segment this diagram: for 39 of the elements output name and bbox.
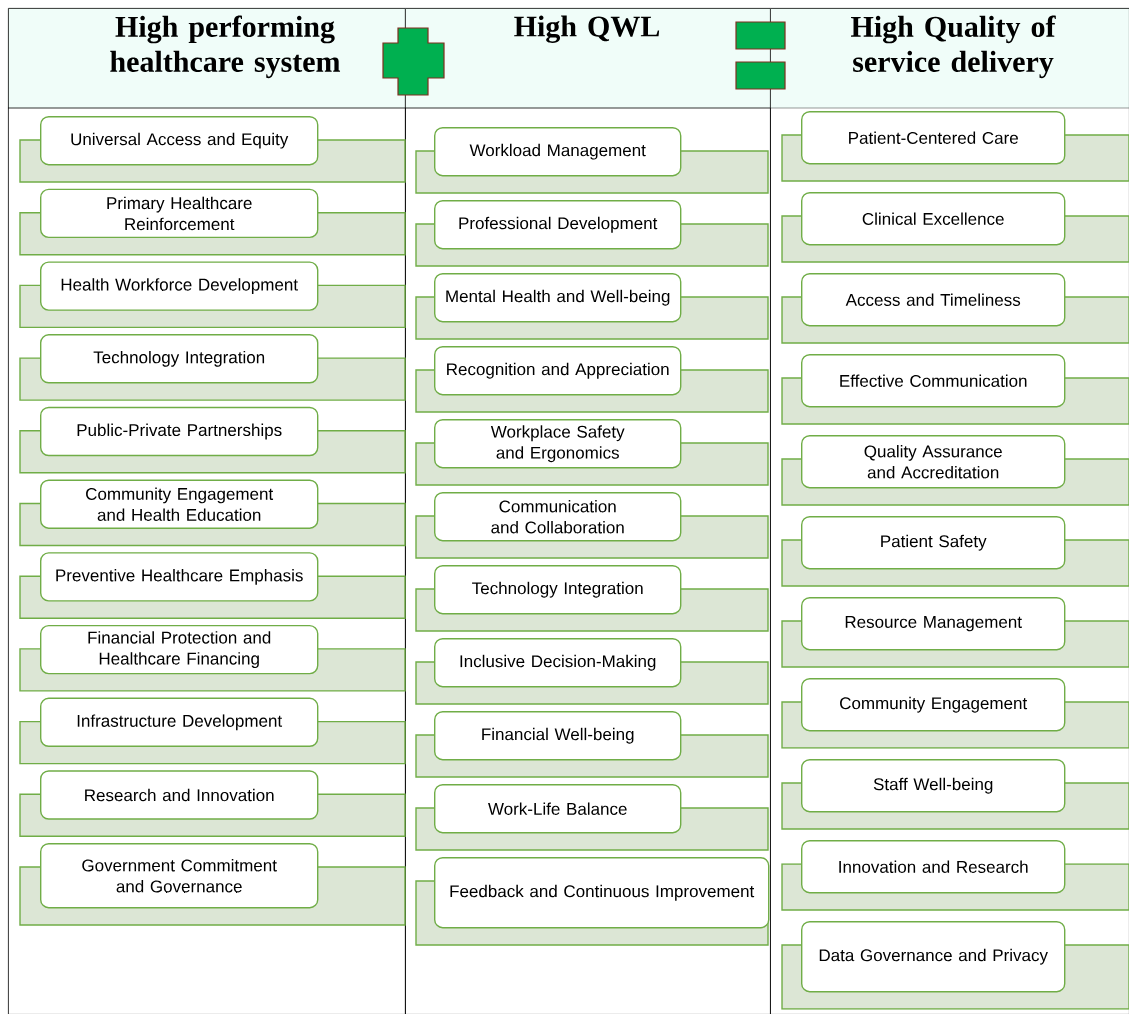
node-label: Quality Assurance — [864, 444, 1002, 461]
node-label: Workplace Safety — [490, 425, 625, 442]
item-card: Financial Well-being — [415, 711, 769, 778]
item-card: Quality Assurance and Accreditation — [781, 435, 1129, 506]
node-label: Financial Protection and — [88, 631, 271, 644]
item-card: Communication and Collaboration — [415, 492, 769, 559]
item-card: Mental Health and Well-being — [415, 273, 769, 340]
item-card: Infrastructure Development — [19, 697, 406, 765]
item-card: Professional Development — [415, 200, 769, 267]
node-label: Communication — [499, 499, 616, 513]
item-card: Patient-Centered Care — [781, 111, 1129, 182]
item-card: Patient Safety — [781, 516, 1129, 587]
item-card: Work-Life Balance — [415, 784, 769, 851]
item-card: Public-Private Partnerships — [19, 406, 406, 474]
item-card: Community Engagement — [781, 678, 1129, 749]
item-card: Effective Communication — [781, 354, 1129, 425]
item-card: Clinical Excellence — [781, 192, 1129, 263]
item-card: Community Engagement and Health Education — [19, 479, 406, 547]
item-card: Workload Management — [415, 127, 769, 194]
item-card: Feedback and Continuous Improvement — [415, 857, 770, 946]
item-card: Inclusive Decision-Making — [415, 638, 769, 705]
item-card: Staff Well-being — [781, 759, 1129, 830]
item-card: Financial Protection and Healthcare Financing — [19, 624, 406, 692]
item-card: Government Commitment and Governance — [19, 843, 406, 926]
node-label: Community Engagement — [86, 487, 274, 504]
item-card: Technology Integration — [19, 334, 406, 401]
item-card: Innovation and Research — [781, 840, 1129, 911]
item-card: Preventive Healthcare Emphasis — [19, 552, 406, 619]
item-card: Health Workforce Development — [19, 261, 406, 329]
item-card: Research and Innovation — [19, 770, 406, 837]
item-card: Workplace Safety and Ergonomics — [415, 419, 769, 486]
item-card: Resource Management — [781, 597, 1129, 668]
item-card: Access and Timeliness — [781, 273, 1129, 344]
item-card: Primary Healthcare Reinforcement — [19, 188, 406, 256]
item-card: Recognition and Appreciation — [415, 346, 769, 413]
item-card: Technology Integration — [415, 565, 769, 632]
item-card: Data Governance and Privacy — [781, 921, 1129, 1010]
item-card: Universal Access and Equity — [19, 116, 406, 183]
node-label: Primary Healthcare — [107, 196, 252, 213]
